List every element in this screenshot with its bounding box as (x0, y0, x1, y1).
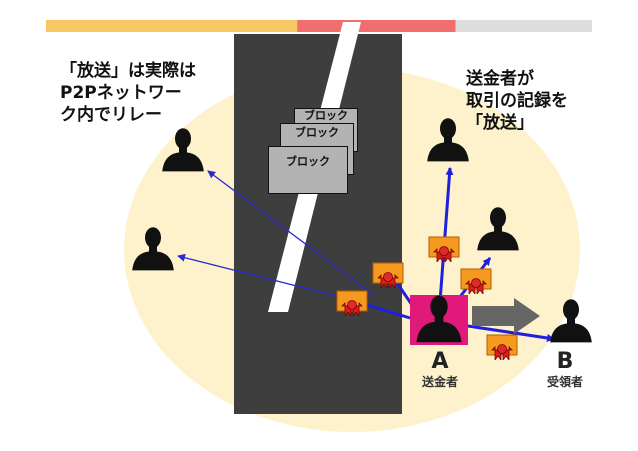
receiver-role: 受領者 (546, 375, 583, 389)
left-caption-line: ク内でリレー (60, 105, 162, 125)
relay-arrow-upper (207, 170, 376, 297)
transfer-arrow (472, 298, 540, 334)
relay-arrow-lower (177, 253, 361, 303)
progress-segment-3 (455, 20, 592, 32)
broadcast-arrow-left (366, 303, 411, 320)
block-label: ブロック (286, 155, 330, 168)
right-caption-line: 「放送」 (466, 113, 534, 133)
block-label: ブロック (295, 126, 339, 139)
left-caption-line: 「放送」は実際は (60, 61, 196, 81)
right-caption-line: 送金者が (466, 69, 534, 89)
broadcast-arrow-receiver (467, 324, 555, 342)
receiver-letter: B (556, 349, 574, 374)
right-caption-line: 取引の記録を (466, 91, 568, 111)
left-caption-line: P2Pネットワー (60, 83, 182, 103)
progress-segment-2 (297, 20, 456, 32)
right-caption: 送金者が 取引の記録を 「放送」 (466, 68, 568, 134)
blockchain-road (234, 34, 402, 414)
block-label: ブロック (304, 109, 348, 122)
progress-segment-1 (46, 20, 298, 32)
sender-role: 送金者 (421, 375, 458, 389)
left-caption: 「放送」は実際は P2Pネットワー ク内でリレー (60, 60, 196, 126)
receiver-label: B 受領者 (530, 350, 600, 390)
block-front: ブロック (268, 146, 348, 194)
sender-letter: A (431, 349, 449, 374)
broadcast-arrow-up (438, 167, 454, 303)
top-progress-bar (46, 20, 592, 32)
sender-label: A 送金者 (404, 350, 476, 390)
